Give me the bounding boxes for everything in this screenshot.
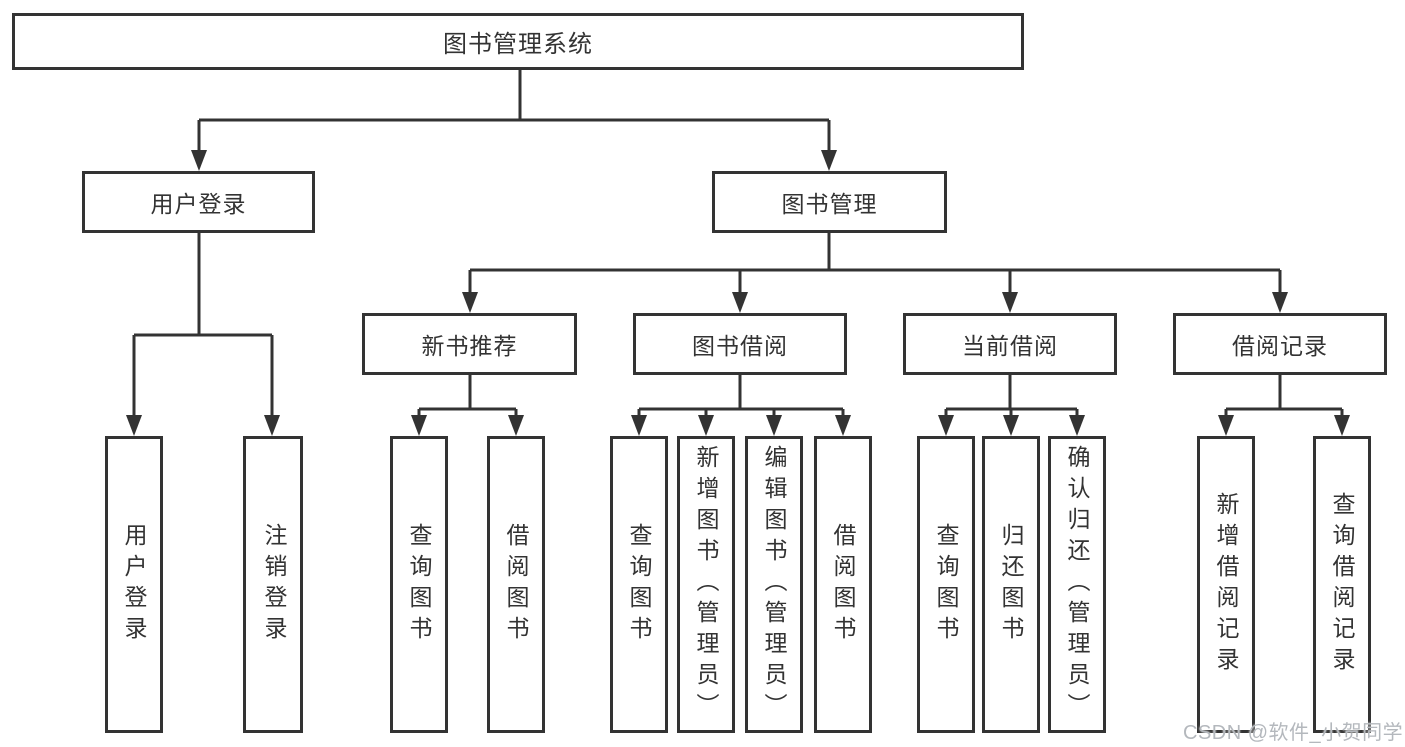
node-borrowing-edit-book-admin: 编辑图书（管理员） <box>745 436 803 733</box>
node-current-borrowing: 当前借阅 <box>903 313 1117 375</box>
node-borrowing-add-book-admin: 新增图书（管理员） <box>677 436 735 733</box>
node-records-add-record: 新增借阅记录 <box>1197 436 1255 733</box>
node-login: 用户登录 <box>105 436 163 733</box>
node-book-borrowing: 图书借阅 <box>633 313 847 375</box>
node-current-query-book: 查询图书 <box>917 436 975 733</box>
node-borrowing-borrow-book: 借阅图书 <box>814 436 872 733</box>
node-logout: 注销登录 <box>243 436 303 733</box>
node-recommend-query-book: 查询图书 <box>390 436 448 733</box>
node-current-return-book: 归还图书 <box>982 436 1040 733</box>
arrowheads <box>126 150 1350 436</box>
node-system-root: 图书管理系统 <box>12 13 1024 70</box>
tree-edges <box>132 68 1344 418</box>
node-borrowing-query-book: 查询图书 <box>610 436 668 733</box>
node-book-management: 图书管理 <box>712 171 947 233</box>
node-borrowing-records: 借阅记录 <box>1173 313 1387 375</box>
node-new-book-recommend: 新书推荐 <box>362 313 577 375</box>
node-current-confirm-return-admin: 确认归还（管理员） <box>1048 436 1106 733</box>
node-recommend-borrow-book: 借阅图书 <box>487 436 545 733</box>
node-records-query-record: 查询借阅记录 <box>1313 436 1371 733</box>
node-user-login: 用户登录 <box>82 171 315 233</box>
csdn-watermark: CSDN @软件_小贺同学 <box>1183 722 1404 744</box>
